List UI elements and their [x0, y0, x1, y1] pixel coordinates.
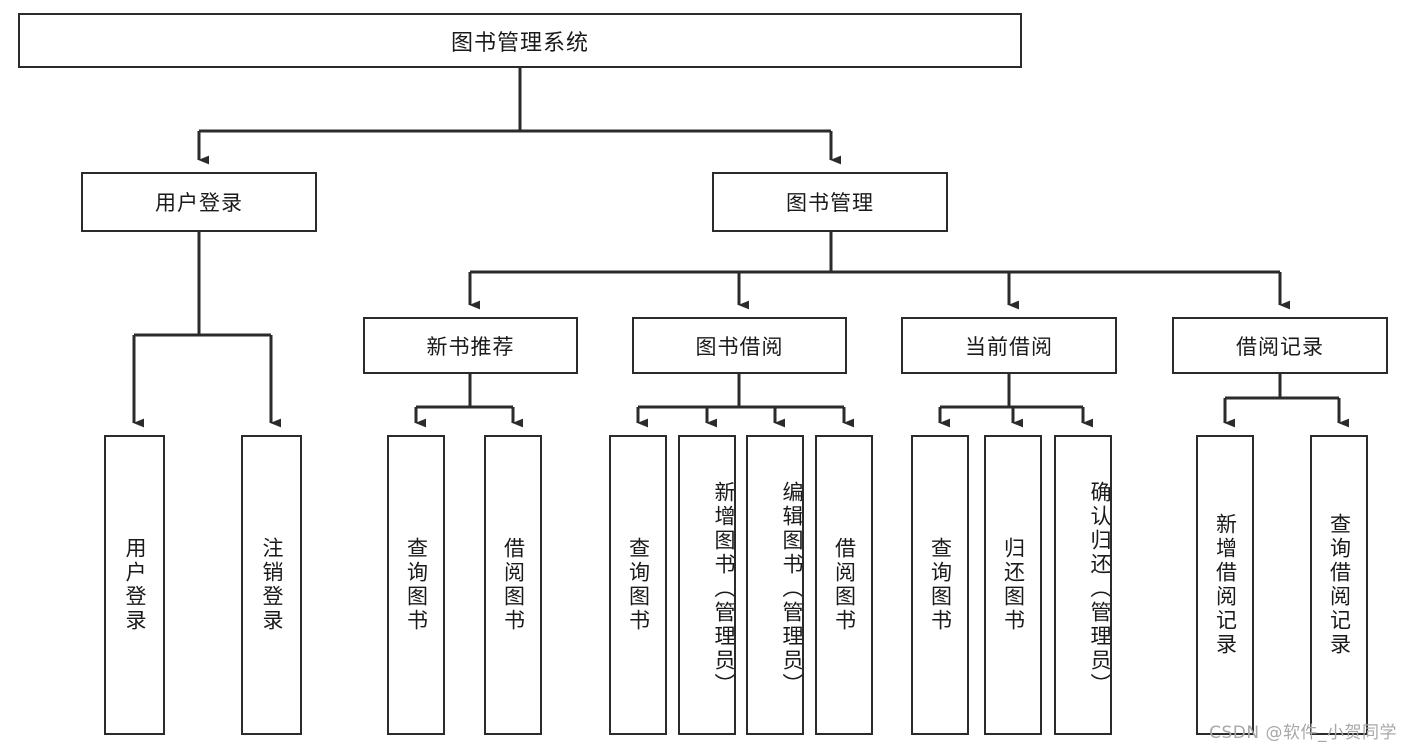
- node-leaf-borrow-add-book-label: 新增图书（管理员）: [712, 481, 736, 697]
- node-book-manage-label: 图书管理: [786, 191, 874, 215]
- node-user-login-label: 用户登录: [155, 191, 243, 215]
- node-leaf-borrow-query-book-label: 查询图书: [626, 537, 651, 633]
- node-leaf-user-logout-label: 注销登录: [260, 537, 284, 633]
- node-leaf-borrow-borrow-book[interactable]: 借阅图书: [815, 435, 873, 735]
- node-current-borrow[interactable]: 当前借阅: [901, 317, 1117, 374]
- node-leaf-borrow-add-book[interactable]: 新增图书（管理员）: [678, 435, 736, 735]
- node-leaf-rec-borrow-book[interactable]: 借阅图书: [484, 435, 542, 735]
- node-leaf-cur-return-book[interactable]: 归还图书: [984, 435, 1042, 735]
- node-leaf-rec-query-record-label: 查询借阅记录: [1327, 513, 1352, 657]
- node-leaf-borrow-edit-book-label: 编辑图书（管理员）: [780, 481, 804, 697]
- node-new-book-rec-label: 新书推荐: [426, 334, 515, 359]
- node-leaf-cur-confirm-return-label: 确认归还（管理员）: [1088, 481, 1112, 697]
- node-leaf-user-logout[interactable]: 注销登录: [241, 435, 302, 735]
- node-current-borrow-label: 当前借阅: [965, 334, 1053, 359]
- node-book-manage[interactable]: 图书管理: [712, 172, 948, 232]
- watermark-text: CSDN @软件_小贺同学: [1209, 723, 1397, 743]
- node-new-book-rec[interactable]: 新书推荐: [363, 317, 578, 374]
- node-root[interactable]: 图书管理系统: [18, 13, 1022, 68]
- node-leaf-user-login-label: 用户登录: [123, 537, 147, 633]
- node-root-label: 图书管理系统: [450, 30, 589, 56]
- node-leaf-cur-confirm-return[interactable]: 确认归还（管理员）: [1054, 435, 1112, 735]
- node-leaf-cur-return-book-label: 归还图书: [1001, 537, 1026, 633]
- node-leaf-user-login[interactable]: 用户登录: [104, 435, 165, 735]
- node-book-borrow[interactable]: 图书借阅: [632, 317, 847, 374]
- node-leaf-rec-query-book-label: 查询图书: [404, 537, 429, 633]
- node-book-borrow-label: 图书借阅: [695, 334, 784, 359]
- node-leaf-rec-borrow-book-label: 借阅图书: [501, 537, 526, 633]
- node-leaf-borrow-query-book[interactable]: 查询图书: [609, 435, 667, 735]
- node-leaf-borrow-edit-book[interactable]: 编辑图书（管理员）: [746, 435, 804, 735]
- node-leaf-rec-add-record-label: 新增借阅记录: [1213, 513, 1238, 657]
- node-borrow-record[interactable]: 借阅记录: [1172, 317, 1388, 374]
- node-user-login[interactable]: 用户登录: [81, 172, 317, 232]
- node-leaf-borrow-borrow-book-label: 借阅图书: [832, 537, 857, 633]
- node-leaf-rec-query-book[interactable]: 查询图书: [387, 435, 445, 735]
- node-leaf-cur-query-book-label: 查询图书: [928, 537, 953, 633]
- node-leaf-rec-query-record[interactable]: 查询借阅记录: [1310, 435, 1368, 735]
- node-leaf-rec-add-record[interactable]: 新增借阅记录: [1196, 435, 1254, 735]
- node-borrow-record-label: 借阅记录: [1236, 334, 1324, 359]
- node-leaf-cur-query-book[interactable]: 查询图书: [911, 435, 969, 735]
